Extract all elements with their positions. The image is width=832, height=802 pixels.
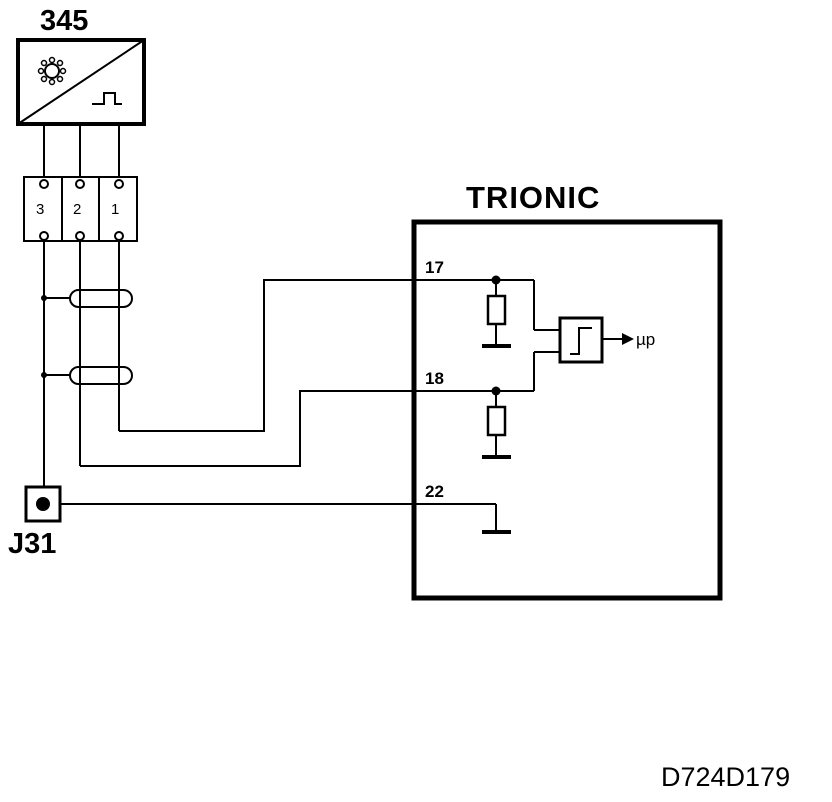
sensor-label: 345 bbox=[40, 5, 88, 37]
sensor-box bbox=[16, 38, 146, 126]
square-pulse-icon bbox=[92, 92, 122, 105]
pull-resistor-17 bbox=[486, 294, 507, 326]
ground-point-j31 bbox=[24, 485, 62, 523]
ecu-pin-17: 17 bbox=[425, 258, 444, 277]
wire-pin1-to-17 bbox=[119, 279, 496, 432]
sensor-toothed-wheel-icon bbox=[37, 56, 67, 86]
diagram-reference: D724D179 bbox=[661, 762, 790, 792]
connector-pin-3: 3 bbox=[36, 201, 44, 218]
shield-marker-lower bbox=[41, 366, 133, 385]
connector-block bbox=[23, 176, 138, 242]
ecu-pin-18: 18 bbox=[425, 369, 444, 388]
connector-pin-1: 1 bbox=[111, 201, 119, 218]
shield-marker-upper bbox=[41, 289, 133, 308]
output-arrow-icon bbox=[622, 333, 634, 345]
ecu-output-label: µp bbox=[636, 330, 655, 349]
ecu-pin-22: 22 bbox=[425, 482, 444, 501]
ecu-box bbox=[411, 219, 723, 601]
wire-pin2-to-18 bbox=[80, 390, 496, 467]
schmitt-trigger-icon bbox=[558, 316, 604, 364]
ground-point-label: J31 bbox=[8, 528, 56, 560]
ecu-title: TRIONIC bbox=[466, 180, 600, 215]
connector-pin-2: 2 bbox=[73, 201, 81, 218]
pull-resistor-18 bbox=[486, 405, 507, 437]
